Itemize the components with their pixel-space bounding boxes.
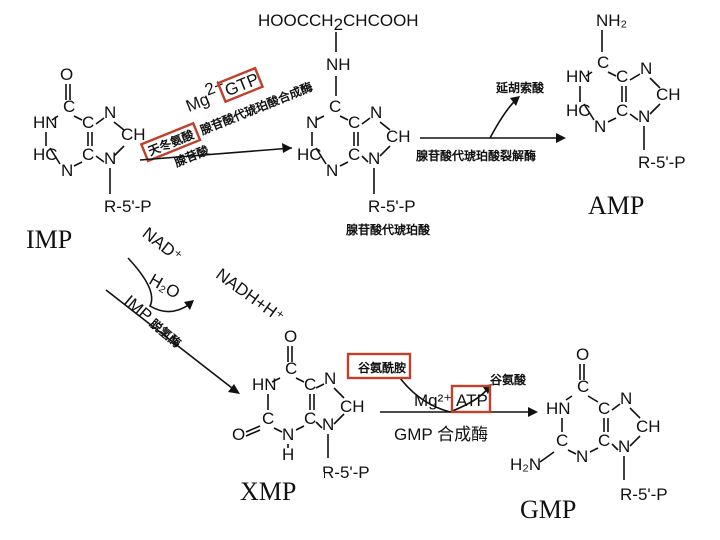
- glutamine-highlight-box: [346, 352, 412, 380]
- gmp-structure: O C HN C N CH C C N N H₂N R-5'-P: [510, 345, 668, 504]
- aspartate-nh: NH: [326, 55, 351, 74]
- amp-c5: C: [616, 67, 628, 86]
- xmp-c8: CH: [340, 397, 365, 416]
- atp-label: ATP: [456, 391, 488, 410]
- gmp-synthetase-prefix: GMP 合成酶: [394, 425, 488, 444]
- imp-to-intermediate-arrow: [139, 147, 293, 161]
- imp-dehydrogenase-prefix: IMP: [120, 292, 155, 326]
- imp-carbonyl-o: O: [60, 65, 73, 84]
- aspartic-acid-highlight-box: [139, 121, 202, 163]
- xmp-c6: C: [285, 359, 297, 378]
- gmp-n9: N: [618, 437, 630, 456]
- xmp-n7: N: [324, 369, 336, 388]
- fumarate-label: 延胡索酸: [495, 80, 545, 95]
- gmp-c5: C: [598, 399, 610, 418]
- aspartate-formula: HOOCCH2CHCOOH: [258, 11, 419, 34]
- imp-c6: C: [63, 97, 75, 116]
- int-c6: C: [329, 97, 341, 116]
- imp-ribose: R-5'-P: [104, 197, 152, 216]
- gmp-ribose: R-5'-P: [620, 485, 668, 504]
- amp-n7: N: [640, 59, 652, 78]
- imp-to-xmp-arrow: [105, 289, 233, 389]
- int-c4: C: [348, 145, 360, 164]
- xmp-o2: O: [232, 425, 245, 444]
- amp-nh2: NH₂: [596, 11, 627, 30]
- gtp-highlight-box: [216, 66, 265, 104]
- gmp-n1: HN: [546, 399, 571, 418]
- xmp-structure: O C HN C N CH C C N N O H R-5'-P: [232, 327, 370, 482]
- gmp-n3: N: [576, 447, 588, 466]
- nad-label-group: NAD⁺: [139, 224, 186, 267]
- int-ribose: R-5'-P: [368, 197, 416, 216]
- xmp-carbonyl-o: O: [284, 327, 297, 346]
- imp-n1: HN: [33, 113, 58, 132]
- xmp-n3: N: [282, 425, 294, 444]
- amp-n1: HN: [566, 67, 591, 86]
- imp-n9: N: [104, 149, 116, 168]
- imp-dehydrogenase-label: 脱氢酶: [147, 316, 184, 351]
- amp-c8: CH: [656, 85, 681, 104]
- imp-n3: N: [61, 161, 73, 180]
- imp-n7: N: [104, 103, 116, 122]
- nadh-label: NADH+H⁺: [212, 265, 287, 327]
- glutamine-label: 谷氨酰胺: [358, 360, 406, 375]
- gmp-amino: H₂N: [510, 455, 541, 474]
- amp-n9: N: [638, 107, 650, 126]
- int-c8: CH: [386, 127, 411, 146]
- xmp-ribose: R-5'-P: [322, 463, 370, 482]
- xmp-c4: C: [304, 409, 316, 428]
- imp-c4: C: [82, 145, 94, 164]
- gmp-c8: CH: [636, 417, 661, 436]
- gmp-label-box: [512, 486, 604, 528]
- int-n1: N: [306, 113, 318, 132]
- int-n7: N: [370, 103, 382, 122]
- imp-structure: O C HN N C CH HC C N N R-5'-P: [33, 65, 152, 216]
- imp-dehydrogenase-group: IMP 脱氢酶: [120, 292, 184, 351]
- imp-c5: C: [82, 113, 94, 132]
- gmp-carbonyl-o: O: [576, 345, 589, 364]
- amp-c4: C: [616, 101, 628, 120]
- gmp-n7: N: [620, 389, 632, 408]
- gmp-c6: C: [577, 377, 589, 396]
- int-n3: N: [326, 161, 338, 180]
- atp-highlight-box: [450, 384, 492, 414]
- xmp-n1: HN: [252, 375, 277, 394]
- amp-c2: HC: [566, 101, 591, 120]
- amp-c6: C: [597, 53, 609, 72]
- xmp-c2: C: [262, 409, 274, 428]
- gmp-label: GMP: [520, 495, 576, 524]
- imp-label: IMP: [26, 225, 72, 254]
- xmp-h3: H: [282, 445, 294, 464]
- mg-atp-label: Mg²⁺: [414, 391, 452, 410]
- lyase-label: 腺苷酸代琥珀酸裂解酶: [416, 148, 536, 163]
- xmp-label-box: [232, 472, 324, 510]
- adenylosuccinate-structure: C N C N CH HC C N N R-5'-P 腺苷酸代琥珀酸: [297, 97, 431, 237]
- int-c5: C: [348, 113, 360, 132]
- int-c2: HC: [297, 145, 322, 164]
- amp-label-box: [582, 190, 678, 224]
- xmp-label: XMP: [240, 477, 296, 506]
- amp-structure: NH₂ C HN C N CH HC C N N R-5'-P: [566, 11, 686, 172]
- int-n9: N: [368, 149, 380, 168]
- imp-c8: CH: [121, 125, 146, 144]
- amp-ribose: R-5'-P: [638, 153, 686, 172]
- xmp-c5: C: [304, 375, 316, 394]
- amp-label: AMP: [588, 191, 644, 220]
- aspartate-reagent: HOOCCH2CHCOOH NH: [258, 11, 419, 96]
- glutamate-label: 谷氨酸: [490, 372, 527, 387]
- adenylosuccinate-label: 腺苷酸代琥珀酸: [346, 222, 431, 237]
- gmp-c2: C: [556, 431, 568, 450]
- nad-label: NAD⁺: [139, 224, 186, 267]
- xmp-n9: N: [322, 415, 334, 434]
- gmp-c4: C: [598, 431, 610, 450]
- nadh-label-group: NADH+H⁺: [212, 265, 287, 327]
- amp-n3: N: [594, 117, 606, 136]
- imp-label-box: [20, 224, 102, 258]
